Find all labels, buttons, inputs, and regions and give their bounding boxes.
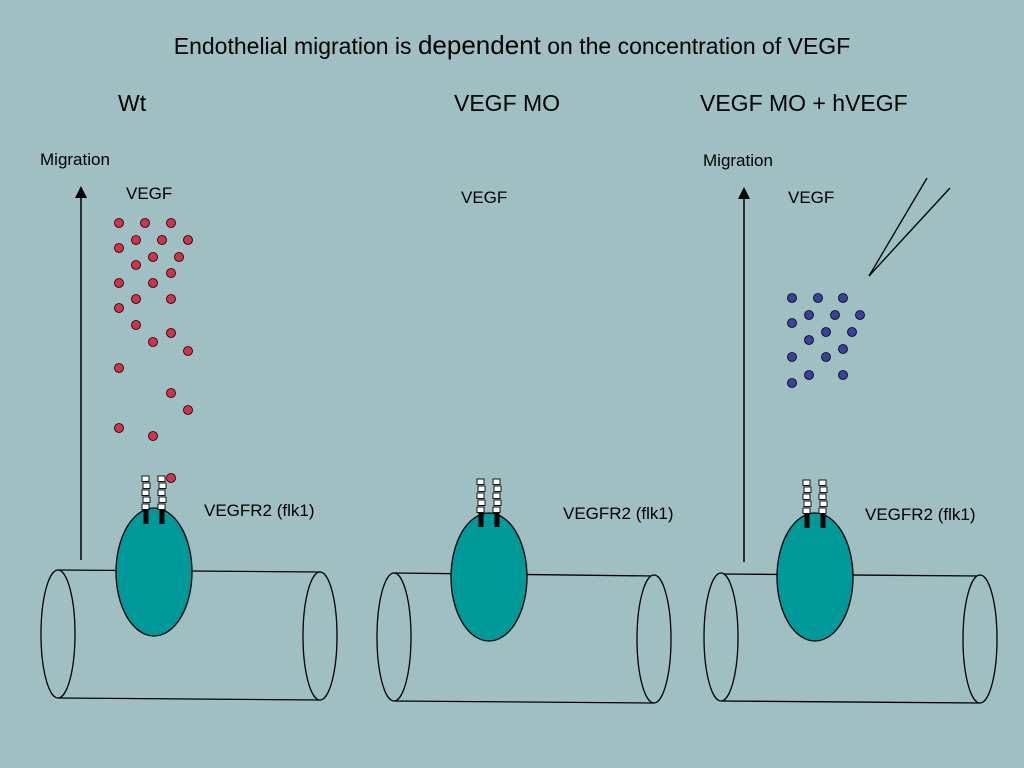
receptor-label-hvegf: VEGFR2 (flk1) <box>865 505 976 524</box>
vegf-dot <box>131 260 141 270</box>
panel-wt <box>40 186 338 701</box>
vegf-label-mo: VEGF <box>461 188 508 207</box>
migration-label-hvegf: Migration <box>703 151 773 170</box>
vegf-dot <box>183 346 193 356</box>
hvegf-dot <box>855 310 865 320</box>
vegf-dot <box>166 294 176 304</box>
panel-vegf-mo <box>376 478 672 704</box>
slide-title: Endothelial migration is dependent on th… <box>0 30 1024 61</box>
vegf-dot <box>166 388 176 398</box>
vegf-dot <box>114 423 124 433</box>
hvegf-dot <box>838 293 848 303</box>
vegf-dot <box>157 235 167 245</box>
vegf-dot <box>131 320 141 330</box>
hvegf-dot <box>830 310 840 320</box>
vegf-dot <box>148 431 158 441</box>
vegf-dot <box>140 218 150 228</box>
title-suffix: on the concentration of VEGF <box>540 33 851 59</box>
hvegf-dot <box>813 293 823 303</box>
vegf-dot <box>183 235 193 245</box>
vegf-dot <box>166 268 176 278</box>
vegf-dot <box>148 337 158 347</box>
title-prefix: Endothelial migration is <box>173 33 418 59</box>
vegf-dot <box>166 328 176 338</box>
vegf-dot <box>166 473 176 483</box>
vegf-dot <box>114 218 124 228</box>
heading-vegf-mo-hvegf: VEGF MO + hVEGF <box>700 90 908 116</box>
vessel-tube-mo <box>376 572 672 704</box>
vessel-tube-wt <box>40 569 338 701</box>
hvegf-dot <box>821 327 831 337</box>
hvegf-dot <box>787 318 797 328</box>
endothelial-cell-mo <box>450 512 528 642</box>
hvegf-dot <box>787 378 797 388</box>
vegf-dot <box>148 278 158 288</box>
hvegf-dots <box>787 293 865 388</box>
vegf-dot <box>114 363 124 373</box>
hvegf-dot <box>804 370 814 380</box>
vegf-dot <box>131 294 141 304</box>
hvegf-dot <box>838 344 848 354</box>
vegf-dot <box>114 303 124 313</box>
hvegf-dot <box>804 310 814 320</box>
vegf-dot <box>166 218 176 228</box>
vegfr2-receptor-mo <box>476 478 502 527</box>
vegf-dot <box>114 243 124 253</box>
hvegf-dot <box>804 335 814 345</box>
vegf-dot <box>183 405 193 415</box>
vegf-label-wt: VEGF <box>126 184 173 203</box>
endothelial-cell-hvegf <box>776 512 854 642</box>
hvegf-dot <box>821 352 831 362</box>
hvegf-dot <box>838 370 848 380</box>
hvegf-dot <box>787 293 797 303</box>
vegfr2-receptor-wt <box>141 475 167 524</box>
migration-label-wt: Migration <box>40 150 110 169</box>
endothelial-cell-wt <box>115 507 193 637</box>
vegf-dot <box>114 278 124 288</box>
hvegf-dot <box>787 352 797 362</box>
vegf-label-hvegf: VEGF <box>788 188 835 207</box>
vegf-dot <box>148 252 158 262</box>
vessel-tube-hvegf <box>703 572 998 704</box>
injection-needle <box>868 177 951 277</box>
hvegf-dot <box>847 327 857 337</box>
receptor-label-wt: VEGFR2 (flk1) <box>204 501 315 520</box>
heading-vegf-mo: VEGF MO <box>454 90 561 116</box>
receptor-label-mo: VEGFR2 (flk1) <box>563 504 674 523</box>
vegf-dot <box>174 252 184 262</box>
vegfr2-receptor-hvegf <box>802 479 828 528</box>
vegf-dots-wt <box>114 218 193 483</box>
panel-vegf-mo-hvegf <box>703 177 998 704</box>
vegf-dot <box>131 235 141 245</box>
title-emphasis: dependent <box>417 30 541 60</box>
heading-wt: Wt <box>118 90 147 116</box>
